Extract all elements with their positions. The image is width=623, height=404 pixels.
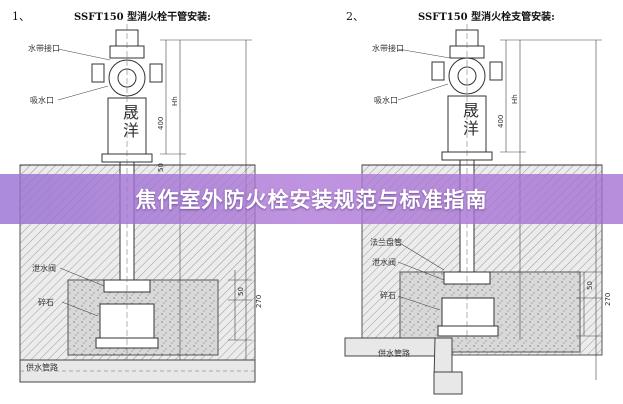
right-dim-270: 270: [604, 292, 612, 306]
right-label-hose-connector: 水带接口: [372, 44, 404, 53]
left-dim-50: 50: [157, 163, 165, 172]
left-label-hose-connector: 水带接口: [28, 44, 60, 53]
left-brand-mark: 晟洋: [120, 104, 139, 140]
left-label-gravel: 碎石: [38, 298, 54, 307]
right-label-flange: 法兰盘管: [370, 238, 402, 247]
right-brand-mark: 晟洋: [460, 102, 479, 138]
right-diagram-number: 2、: [346, 10, 364, 23]
left-diagram-title: SSFT150 型消火栓干管安装:: [74, 12, 211, 23]
left-dim-50b: 50: [237, 287, 245, 296]
right-dim-50: 50: [586, 281, 594, 290]
left-label-drain-valve: 泄水阀: [32, 264, 56, 273]
banner-title: 焦作室外防火栓安装规范与标准指南: [135, 188, 488, 212]
left-label-suction-port: 吸水口: [30, 96, 54, 105]
left-diagram-number: 1、: [12, 10, 30, 23]
right-dim-h: Hh: [511, 94, 519, 104]
right-dim-400: 400: [497, 114, 505, 128]
right-diagram-title: SSFT150 型消火栓支管安装:: [418, 12, 555, 23]
title-banner: 焦作室外防火栓安装规范与标准指南: [0, 174, 623, 224]
left-dim-270: 270: [255, 294, 263, 308]
left-dim-h: Hh: [171, 96, 179, 106]
right-label-supply-pipe: 供水管路: [378, 349, 410, 358]
left-dim-400: 400: [157, 116, 165, 130]
right-label-suction-port: 吸水口: [374, 96, 398, 105]
right-label-gravel: 碎石: [380, 291, 396, 300]
left-label-supply-pipe: 供水管路: [26, 363, 58, 372]
right-label-drain-valve: 泄水阀: [372, 258, 396, 267]
